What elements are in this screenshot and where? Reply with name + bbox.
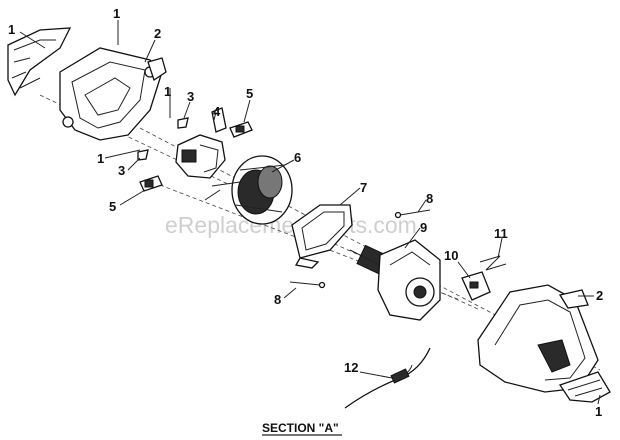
callout-7: 7 [360,180,367,195]
callout-12: 12 [344,360,358,375]
section-title: SECTION "A" [262,421,339,435]
callout-11: 11 [494,226,508,241]
callout-8-lower: 8 [274,292,281,307]
callout-9: 9 [420,220,427,235]
callout-6: 6 [294,150,301,165]
callout-labels: 1 1 2 1 3 4 5 1 3 5 6 7 8 9 11 10 2 8 12… [8,6,603,419]
callout-10: 10 [444,248,458,263]
screw-lower [289,281,326,289]
callout-3-upper: 3 [187,89,194,104]
callout-1-top-left: 1 [8,22,15,37]
screws-top-left [7,27,72,97]
callout-1-left: 1 [97,151,104,166]
callout-1-top: 1 [113,6,120,21]
brush-holder [175,107,227,179]
baffle [291,204,353,269]
callout-2-top: 2 [154,26,161,41]
callout-2-right: 2 [596,288,603,303]
switch [461,271,491,301]
watermark: eReplacementParts.com [165,212,417,238]
callout-4: 4 [213,104,221,119]
callout-3-lower: 3 [118,163,125,178]
callout-1-mid: 1 [164,84,171,99]
screw-right [394,209,431,219]
brush-upper [229,121,253,138]
motor-end-bell [377,239,441,321]
callout-1-bottom-right: 1 [595,404,602,419]
switch-spring [479,255,507,271]
callout-leaders [19,20,601,405]
motor-housing-left [59,47,167,141]
screws-bottom-right [558,371,611,403]
callout-5-upper: 5 [246,86,253,101]
brush-lower [139,175,163,192]
callout-8-right: 8 [426,191,433,206]
brush-clips [137,117,189,161]
power-cord [344,347,431,409]
field-assembly [204,155,293,225]
callout-5-lower: 5 [109,199,116,214]
motor-housing-right [477,284,599,393]
